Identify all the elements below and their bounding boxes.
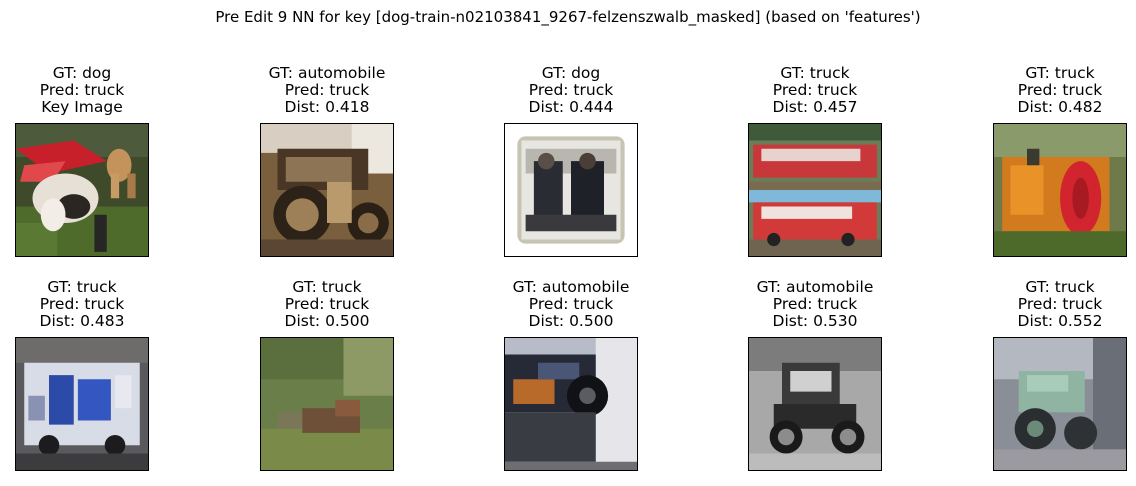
gt-label: GT: truck <box>1025 64 1095 82</box>
dist-label: Dist: 0.444 <box>528 98 614 116</box>
thumbnail-image <box>15 123 149 257</box>
thumbnail-image <box>748 337 882 471</box>
panel-caption: GT: truck Pred: truck Dist: 0.457 <box>705 65 925 116</box>
gt-label: GT: automobile <box>512 278 630 296</box>
pred-label: Pred: truck <box>284 81 370 99</box>
panel-caption: GT: dog Pred: truck Key Image <box>0 65 192 116</box>
dist-label: Dist: 0.482 <box>1017 98 1103 116</box>
gt-label: GT: truck <box>780 64 850 82</box>
key-label: Key Image <box>41 98 123 116</box>
dist-label: Dist: 0.483 <box>39 312 125 330</box>
thumbnail-image <box>260 123 394 257</box>
pred-label: Pred: truck <box>1017 81 1103 99</box>
thumbnail-image <box>748 123 882 257</box>
dist-label: Dist: 0.530 <box>772 312 858 330</box>
dist-label: Dist: 0.418 <box>284 98 370 116</box>
pred-label: Pred: truck <box>39 81 125 99</box>
panel-caption: GT: truck Pred: truck Dist: 0.483 <box>0 279 192 330</box>
thumbnail-image <box>993 123 1127 257</box>
pred-label: Pred: truck <box>1017 295 1103 313</box>
panel-caption: GT: truck Pred: truck Dist: 0.482 <box>950 65 1136 116</box>
gt-label: GT: truck <box>47 278 117 296</box>
gt-label: GT: dog <box>52 64 112 82</box>
gt-label: GT: automobile <box>268 64 386 82</box>
panel-caption: GT: automobile Pred: truck Dist: 0.500 <box>461 279 681 330</box>
gt-label: GT: truck <box>292 278 362 296</box>
panel-caption: GT: truck Pred: truck Dist: 0.500 <box>217 279 437 330</box>
panel-caption: GT: dog Pred: truck Dist: 0.444 <box>461 65 681 116</box>
thumbnail-image <box>504 123 638 257</box>
pred-label: Pred: truck <box>528 295 614 313</box>
panel-caption: GT: automobile Pred: truck Dist: 0.418 <box>217 65 437 116</box>
gt-label: GT: truck <box>1025 278 1095 296</box>
gt-label: GT: dog <box>541 64 601 82</box>
pred-label: Pred: truck <box>772 295 858 313</box>
pred-label: Pred: truck <box>39 295 125 313</box>
dist-label: Dist: 0.457 <box>772 98 858 116</box>
dist-label: Dist: 0.500 <box>284 312 370 330</box>
pred-label: Pred: truck <box>772 81 858 99</box>
panel-caption: GT: automobile Pred: truck Dist: 0.530 <box>705 279 925 330</box>
pred-label: Pred: truck <box>284 295 370 313</box>
figure-title: Pre Edit 9 NN for key [dog-train-n021038… <box>215 8 921 26</box>
thumbnail-image <box>993 337 1127 471</box>
thumbnail-image <box>15 337 149 471</box>
dist-label: Dist: 0.500 <box>528 312 614 330</box>
thumbnail-image <box>504 337 638 471</box>
thumbnail-image <box>260 337 394 471</box>
dist-label: Dist: 0.552 <box>1017 312 1103 330</box>
gt-label: GT: automobile <box>756 278 874 296</box>
pred-label: Pred: truck <box>528 81 614 99</box>
panel-caption: GT: truck Pred: truck Dist: 0.552 <box>950 279 1136 330</box>
